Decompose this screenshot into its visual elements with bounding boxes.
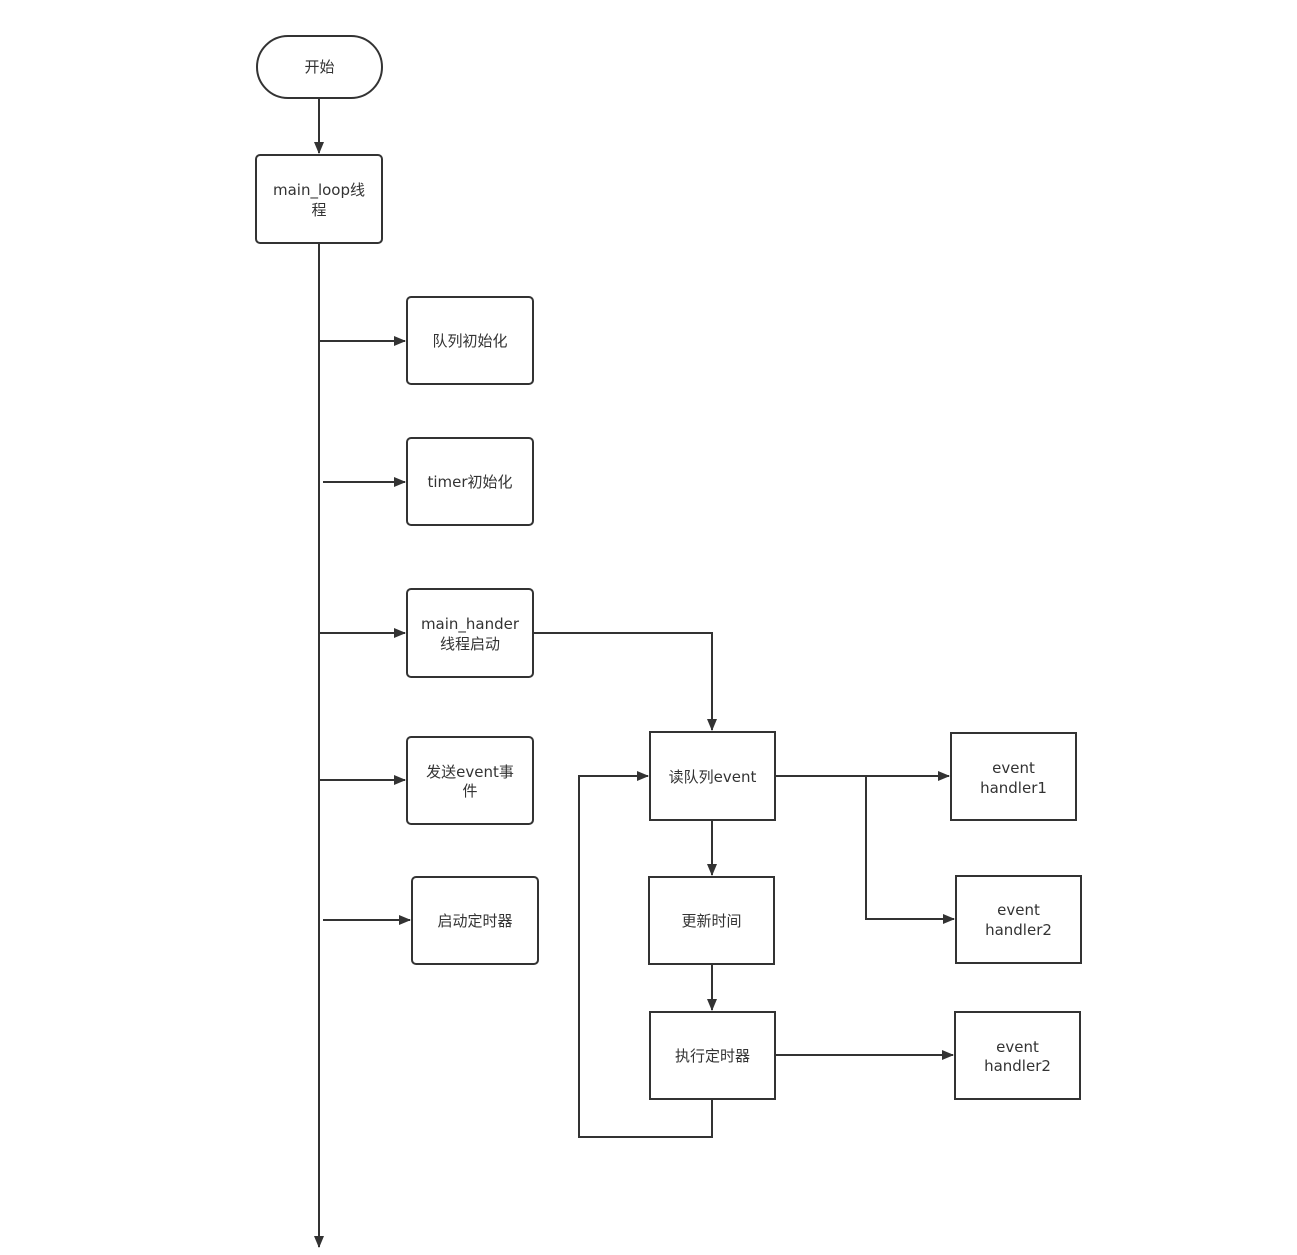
node-event-handler2-a: event handler2 bbox=[955, 875, 1082, 964]
send-event-label-line2: 件 bbox=[462, 782, 477, 800]
node-start: 开始 bbox=[256, 35, 383, 99]
node-event-handler2-b: event handler2 bbox=[954, 1011, 1081, 1100]
node-main-hander: main_hander 线程启动 bbox=[406, 588, 534, 678]
connectors bbox=[314, 99, 955, 1248]
start-timer-box bbox=[411, 876, 539, 965]
node-read-queue: 读队列event bbox=[649, 731, 776, 821]
node-event-handler1: event handler1 bbox=[950, 732, 1077, 821]
send-event-label-line1: 发送event事 bbox=[426, 763, 514, 781]
queue-init-label: 队列初始化 bbox=[432, 332, 507, 350]
event-handler2-a-label-line2: handler2 bbox=[985, 921, 1052, 939]
node-update-time: 更新时间 bbox=[648, 876, 775, 965]
main-loop-box bbox=[255, 154, 383, 244]
read-queue-label: 读队列event bbox=[669, 768, 757, 786]
event-handler1-box bbox=[950, 732, 1077, 821]
update-time-box bbox=[648, 876, 775, 965]
edge-exec-timer-loop-back bbox=[578, 771, 713, 1138]
timer-init-label: timer初始化 bbox=[427, 473, 512, 491]
read-queue-box bbox=[649, 731, 776, 821]
event-handler2-b-box bbox=[954, 1011, 1081, 1100]
node-send-event: 发送event事 件 bbox=[406, 736, 534, 825]
event-handler1-label-line1: event bbox=[992, 759, 1035, 777]
queue-init-box bbox=[406, 296, 534, 385]
main-hander-label-line2: 线程启动 bbox=[440, 635, 500, 653]
exec-timer-label: 执行定时器 bbox=[675, 1047, 750, 1065]
start-label: 开始 bbox=[304, 58, 334, 76]
send-event-box bbox=[406, 736, 534, 825]
main-hander-box bbox=[406, 588, 534, 678]
main-loop-label-line1: main_loop线 bbox=[273, 181, 365, 200]
start-terminator-shape bbox=[256, 35, 383, 99]
node-start-timer: 启动定时器 bbox=[411, 876, 539, 965]
start-timer-label: 启动定时器 bbox=[437, 912, 512, 930]
update-time-label: 更新时间 bbox=[681, 912, 741, 930]
exec-timer-box bbox=[649, 1011, 776, 1100]
event-handler2-a-box bbox=[955, 875, 1082, 964]
event-handler2-b-label-line1: event bbox=[996, 1038, 1039, 1056]
main-hander-label-line1: main_hander bbox=[421, 615, 520, 634]
node-main-loop: main_loop线 程 bbox=[255, 154, 383, 244]
event-handler2-b-label-line2: handler2 bbox=[984, 1057, 1051, 1075]
edge-read-queue-to-handler2a bbox=[865, 776, 955, 924]
timer-init-box bbox=[406, 437, 534, 526]
event-handler1-label-line2: handler1 bbox=[980, 779, 1047, 797]
edge-main-hander-to-read-queue bbox=[534, 632, 717, 731]
main-loop-label-line2: 程 bbox=[311, 201, 326, 219]
event-handler2-a-label-line1: event bbox=[997, 901, 1040, 919]
node-exec-timer: 执行定时器 bbox=[649, 1011, 776, 1100]
node-queue-init: 队列初始化 bbox=[406, 296, 534, 385]
node-timer-init: timer初始化 bbox=[406, 437, 534, 526]
